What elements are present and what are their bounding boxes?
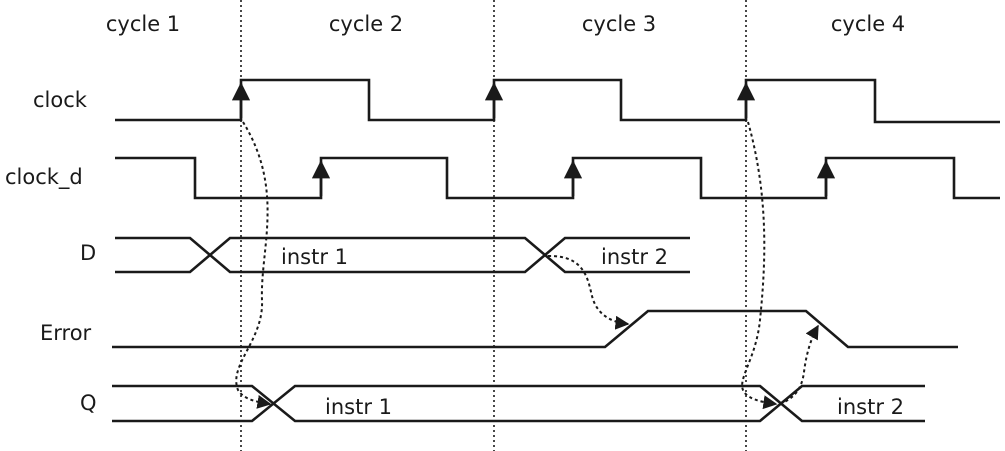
clock-to-q-arrow-1 — [235, 121, 272, 409]
signal-label-clock: clock — [33, 88, 88, 112]
d-to-error-arrow — [547, 254, 630, 330]
signal-label-error: Error — [40, 321, 92, 345]
signal-label-q: Q — [80, 391, 97, 415]
q-to-error-arrow — [779, 324, 819, 405]
signal-label-d: D — [80, 241, 96, 265]
cycle-2-label: cycle 2 — [329, 12, 403, 36]
q-bus-waveform — [112, 384, 925, 423]
cycle-4-label: cycle 4 — [831, 12, 905, 36]
d-value-instr-1: instr 1 — [281, 245, 348, 269]
clock-to-q-arrow-2 — [741, 121, 778, 410]
d-value-instr-2: instr 2 — [601, 245, 668, 269]
cycle-3-label: cycle 3 — [582, 12, 656, 36]
q-value-instr-1: instr 1 — [325, 395, 392, 419]
d-bus-waveform — [115, 236, 690, 274]
signal-label-clock-d: clock_d — [5, 165, 83, 190]
clock-d-waveform — [115, 156, 1000, 200]
clock-waveform — [115, 78, 1000, 124]
q-value-instr-2: instr 2 — [837, 395, 904, 419]
error-waveform — [112, 309, 958, 349]
cycle-1-label: cycle 1 — [106, 12, 180, 36]
